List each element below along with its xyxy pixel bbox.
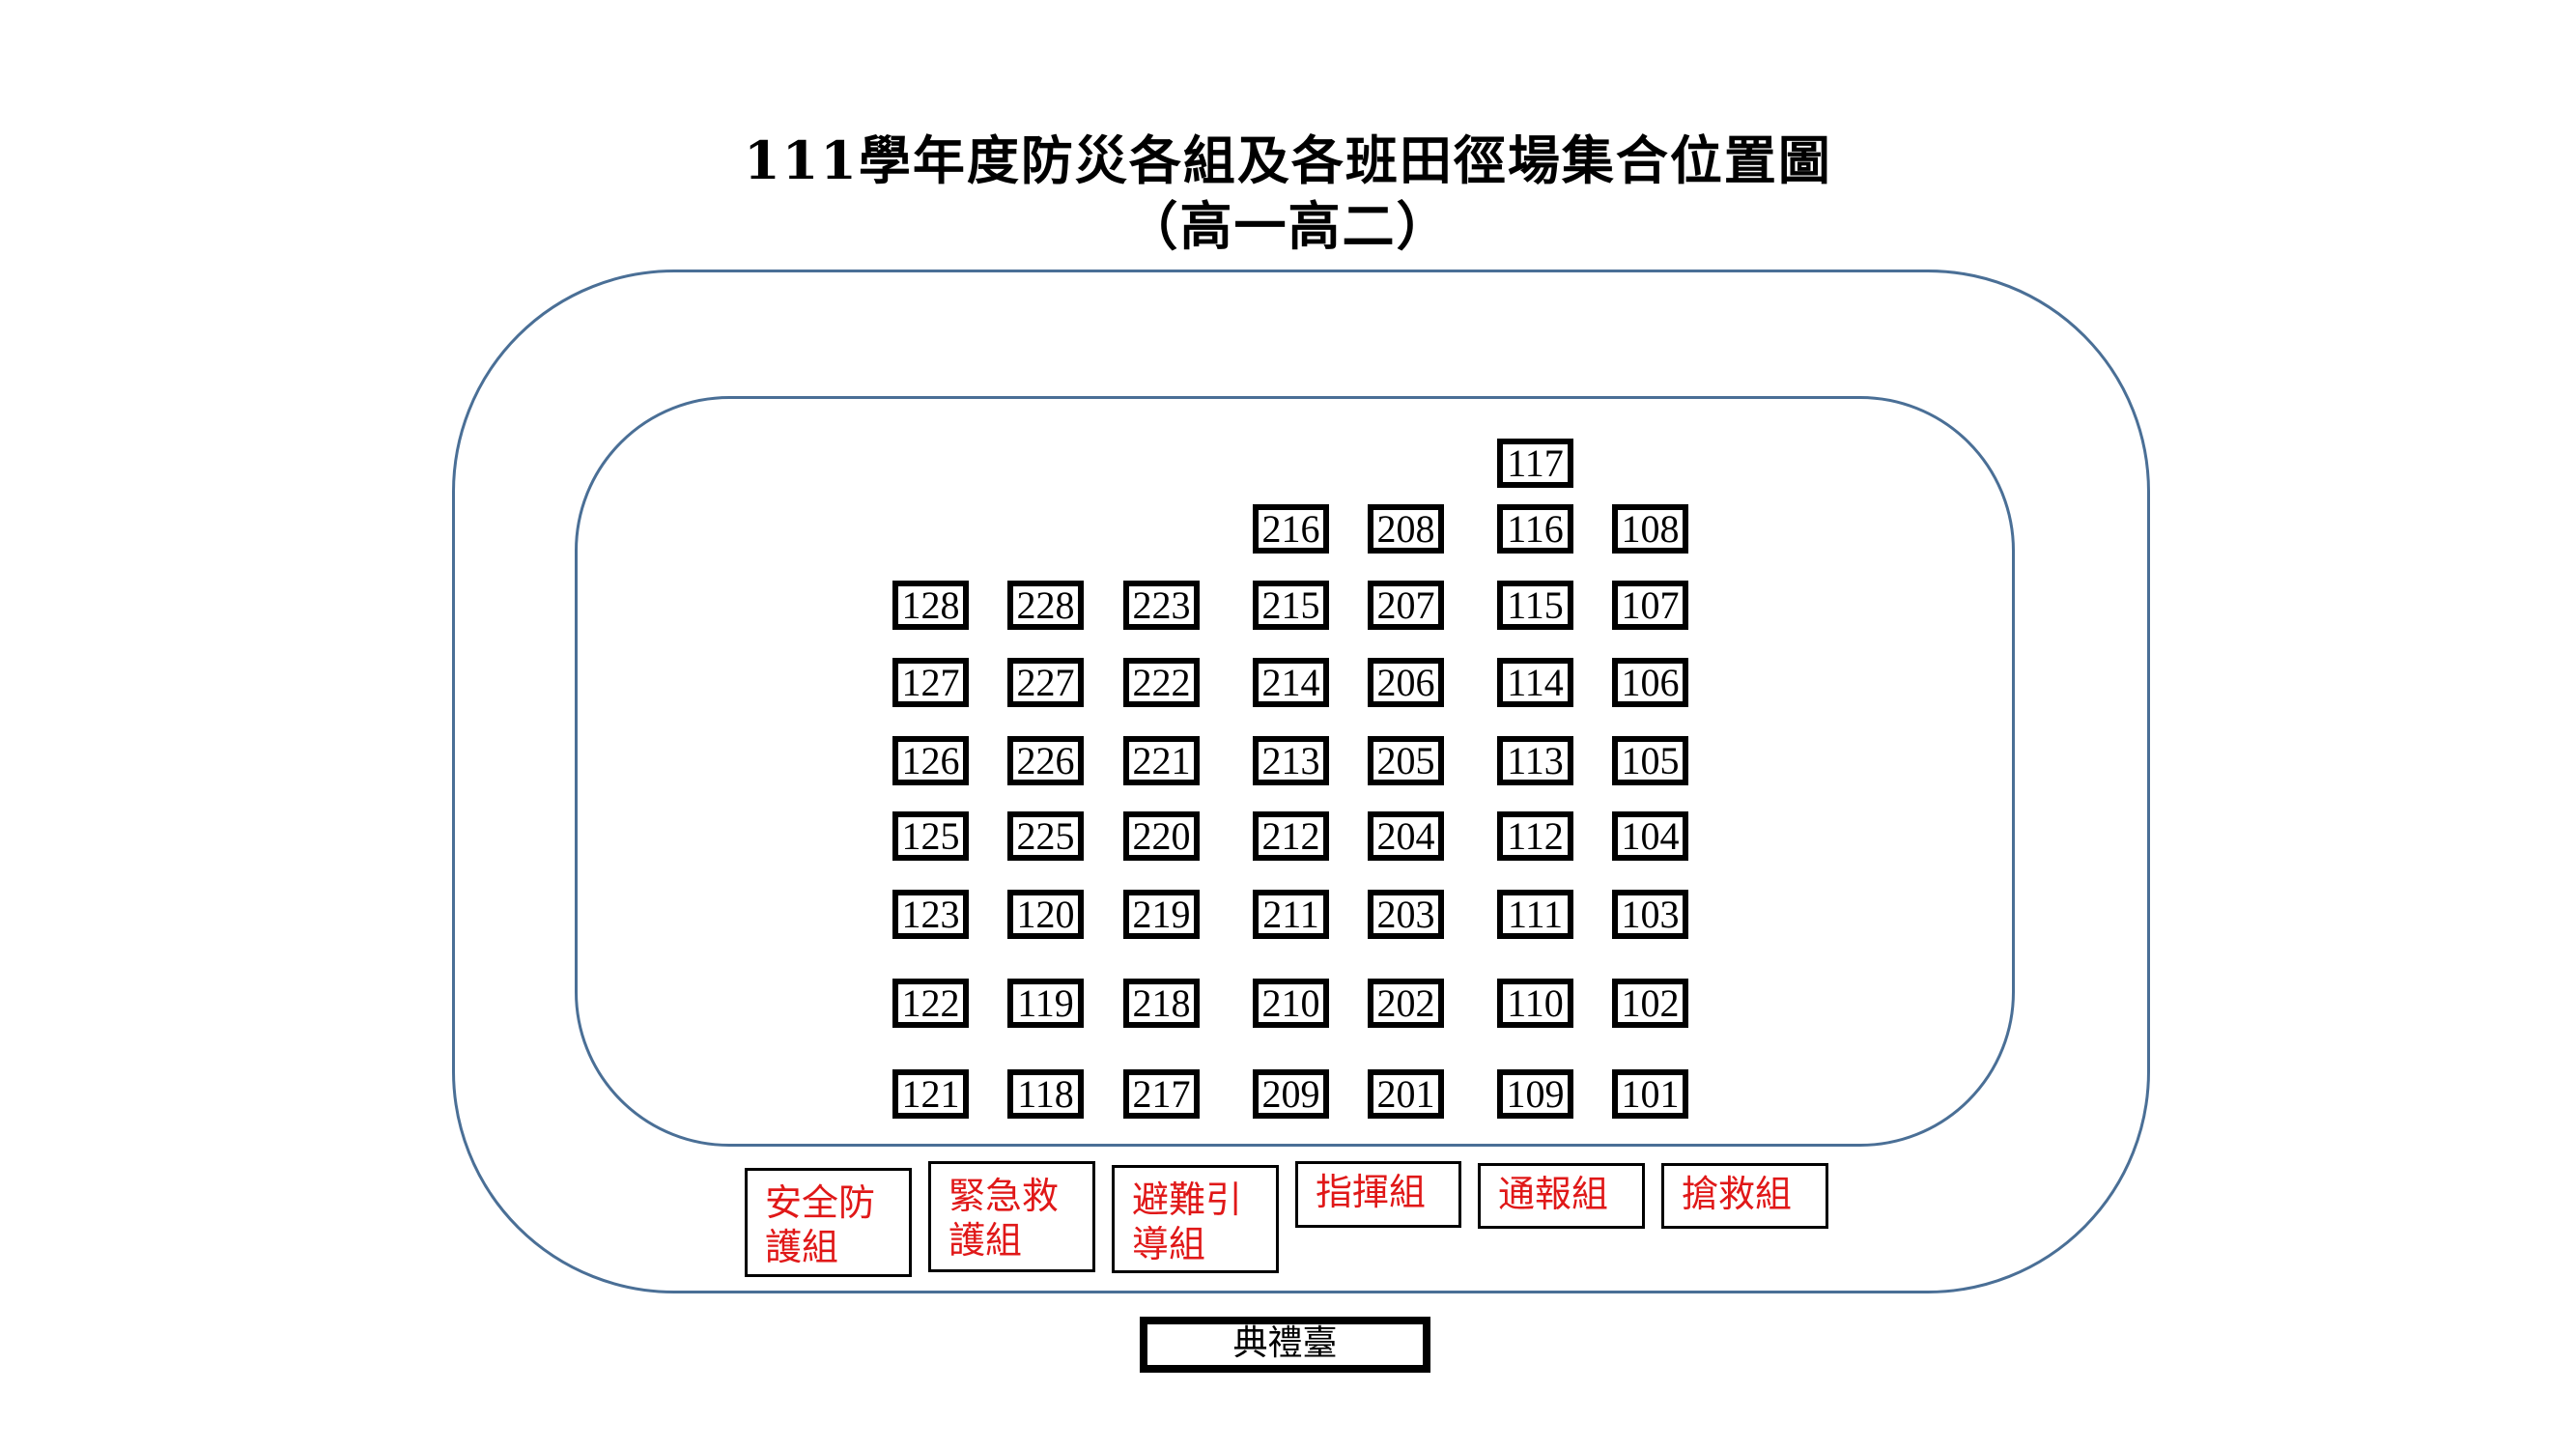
class-box: 202 [1368, 979, 1444, 1028]
class-box: 210 [1253, 979, 1329, 1028]
group-box: 搶救組 [1661, 1163, 1828, 1229]
class-box: 114 [1497, 658, 1573, 707]
class-box: 208 [1368, 504, 1444, 554]
class-box: 220 [1123, 811, 1200, 861]
group-label-line2: 導組 [1132, 1223, 1206, 1265]
class-box: 117 [1497, 439, 1573, 488]
group-label-line1: 安全防 [765, 1181, 876, 1224]
class-box: 108 [1612, 504, 1688, 554]
class-box: 216 [1253, 504, 1329, 554]
outer-track [452, 270, 2150, 1293]
class-box: 203 [1368, 890, 1444, 939]
group-box: 緊急救護組 [928, 1161, 1095, 1272]
class-box: 204 [1368, 811, 1444, 861]
class-box: 113 [1497, 736, 1573, 785]
class-box: 123 [892, 890, 969, 939]
class-box: 116 [1497, 504, 1573, 554]
group-box: 指揮組 [1295, 1161, 1461, 1228]
class-box: 206 [1368, 658, 1444, 707]
group-box: 通報組 [1478, 1163, 1645, 1229]
stage-box: 典禮臺 [1140, 1317, 1430, 1373]
class-box: 110 [1497, 979, 1573, 1028]
class-box: 122 [892, 979, 969, 1028]
class-box: 104 [1612, 811, 1688, 861]
class-box: 205 [1368, 736, 1444, 785]
group-label-line2: 護組 [948, 1219, 1023, 1262]
class-box: 125 [892, 811, 969, 861]
class-box: 103 [1612, 890, 1688, 939]
class-box: 107 [1612, 581, 1688, 630]
class-box: 218 [1123, 979, 1200, 1028]
class-box: 121 [892, 1069, 969, 1119]
group-label-line1: 搶救組 [1682, 1173, 1793, 1215]
class-box: 228 [1007, 581, 1084, 630]
class-box: 120 [1007, 890, 1084, 939]
group-box: 避難引導組 [1112, 1165, 1279, 1273]
class-box: 128 [892, 581, 969, 630]
class-box: 118 [1007, 1069, 1084, 1119]
group-label-line1: 通報組 [1498, 1173, 1609, 1215]
class-box: 219 [1123, 890, 1200, 939]
class-box: 126 [892, 736, 969, 785]
class-box: 223 [1123, 581, 1200, 630]
class-box: 115 [1497, 581, 1573, 630]
class-box: 209 [1253, 1069, 1329, 1119]
class-box: 112 [1497, 811, 1573, 861]
group-box: 安全防護組 [745, 1168, 912, 1277]
diagram-title: 111學年度防災各組及各班田徑場集合位置圖 [744, 129, 1832, 191]
class-box: 207 [1368, 581, 1444, 630]
inner-field [575, 396, 2015, 1147]
class-box: 101 [1612, 1069, 1688, 1119]
group-label-line1: 避難引 [1132, 1179, 1243, 1221]
class-box: 222 [1123, 658, 1200, 707]
class-box: 109 [1497, 1069, 1573, 1119]
class-box: 225 [1007, 811, 1084, 861]
class-box: 211 [1253, 890, 1329, 939]
diagram-subtitle: （高一高二） [1125, 195, 1451, 257]
class-box: 102 [1612, 979, 1688, 1028]
class-box: 119 [1007, 979, 1084, 1028]
class-box: 214 [1253, 658, 1329, 707]
class-box: 127 [892, 658, 969, 707]
class-box: 226 [1007, 736, 1084, 785]
class-box: 106 [1612, 658, 1688, 707]
class-box: 212 [1253, 811, 1329, 861]
class-box: 217 [1123, 1069, 1200, 1119]
group-label-line1: 緊急救 [948, 1175, 1060, 1217]
class-box: 111 [1497, 890, 1573, 939]
class-box: 201 [1368, 1069, 1444, 1119]
group-label-line1: 指揮組 [1316, 1171, 1427, 1213]
class-box: 221 [1123, 736, 1200, 785]
class-box: 215 [1253, 581, 1329, 630]
class-box: 105 [1612, 736, 1688, 785]
class-box: 213 [1253, 736, 1329, 785]
class-box: 227 [1007, 658, 1084, 707]
group-label-line2: 護組 [765, 1226, 839, 1268]
